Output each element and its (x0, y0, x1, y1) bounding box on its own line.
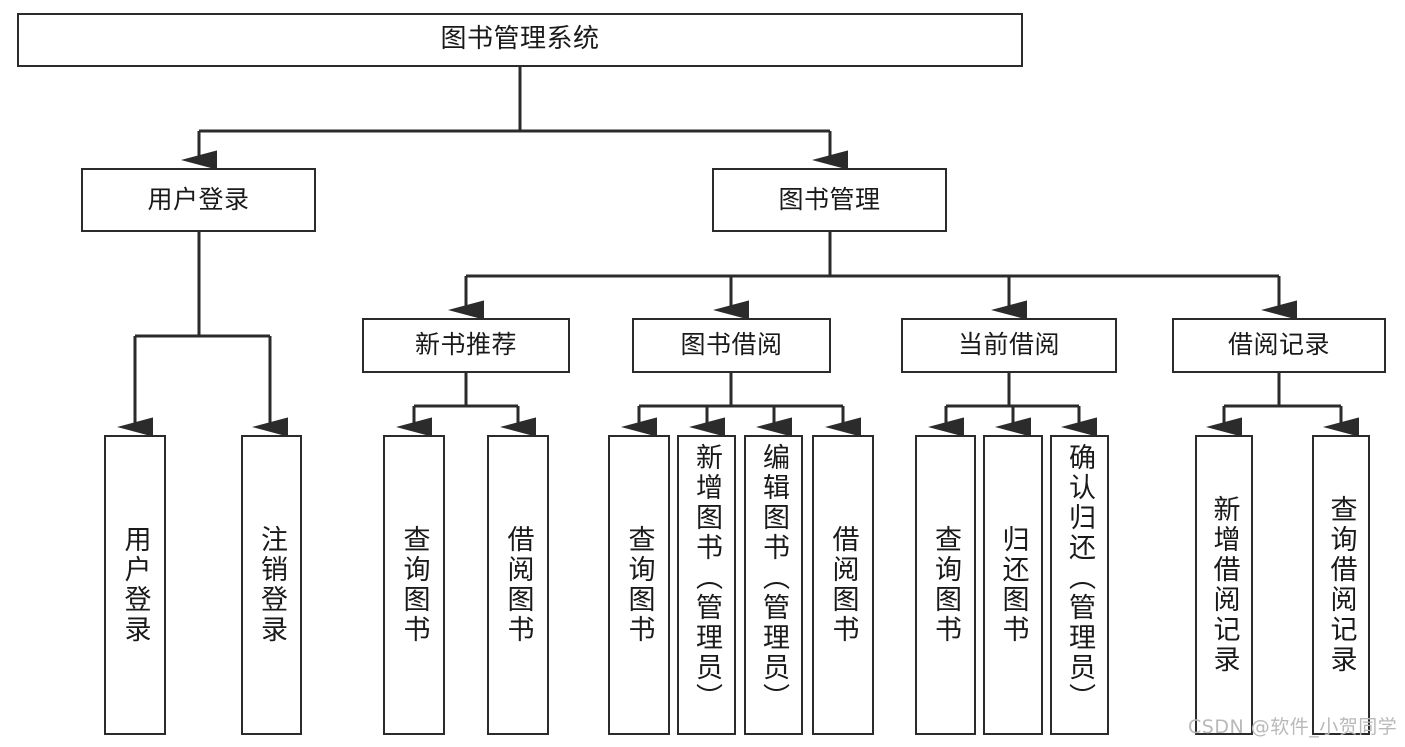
node-new-book-recommend[interactable]: 新书推荐 (362, 318, 570, 373)
node-label: 查询图书 (623, 525, 655, 645)
leaf-current-borrow-query-book[interactable]: 查询图书 (915, 435, 976, 735)
node-label: 借阅记录 (1227, 330, 1330, 360)
node-label: 图书管理系统 (440, 24, 600, 55)
node-label: 图书借阅 (680, 330, 783, 360)
node-user-login[interactable]: 用户登录 (81, 168, 316, 232)
leaf-current-borrow-return-book[interactable]: 归还图书 (983, 435, 1043, 735)
leaf-user-login-login[interactable]: 用户登录 (104, 435, 166, 735)
node-label: 注销登录 (256, 525, 287, 645)
leaf-book-borrow-query-book[interactable]: 查询图书 (608, 435, 670, 735)
leaf-current-borrow-confirm-return-admin[interactable]: 确认归还（管理员） (1050, 435, 1109, 735)
leaf-borrow-record-query-record[interactable]: 查询借阅记录 (1312, 435, 1370, 735)
node-label: 新书推荐 (414, 330, 517, 360)
node-label: 归还图书 (997, 525, 1029, 645)
leaf-new-book-borrow-book[interactable]: 借阅图书 (487, 435, 549, 735)
node-label: 用户登录 (147, 184, 250, 214)
node-borrow-record[interactable]: 借阅记录 (1172, 318, 1386, 373)
node-label: 借阅图书 (827, 525, 859, 645)
node-book-management[interactable]: 图书管理 (712, 168, 947, 232)
node-label: 图书管理 (778, 184, 881, 214)
leaf-book-borrow-add-book-admin[interactable]: 新增图书（管理员） (677, 435, 736, 735)
leaf-user-login-logout[interactable]: 注销登录 (241, 435, 302, 735)
node-label: 编辑图书（管理员） (758, 443, 789, 713)
node-label: 查询借阅记录 (1325, 495, 1357, 675)
leaf-borrow-record-add-record[interactable]: 新增借阅记录 (1195, 435, 1253, 735)
node-label: 借阅图书 (502, 525, 534, 645)
node-book-management-system[interactable]: 图书管理系统 (17, 13, 1023, 67)
node-label: 查询图书 (398, 525, 430, 645)
node-label: 当前借阅 (957, 330, 1060, 360)
node-book-borrow[interactable]: 图书借阅 (632, 318, 831, 373)
node-label: 确认归还（管理员） (1064, 443, 1095, 713)
node-label: 新增图书（管理员） (691, 443, 722, 713)
node-current-borrow[interactable]: 当前借阅 (901, 318, 1117, 373)
leaf-new-book-query-book[interactable]: 查询图书 (383, 435, 445, 735)
node-label: 用户登录 (119, 525, 151, 645)
node-label: 新增借阅记录 (1208, 495, 1240, 675)
csdn-watermark: CSDN @软件_小贺同学 (1188, 716, 1398, 738)
node-label: 查询图书 (930, 525, 961, 645)
leaf-book-borrow-borrow-book[interactable]: 借阅图书 (812, 435, 874, 735)
leaf-book-borrow-edit-book-admin[interactable]: 编辑图书（管理员） (744, 435, 803, 735)
